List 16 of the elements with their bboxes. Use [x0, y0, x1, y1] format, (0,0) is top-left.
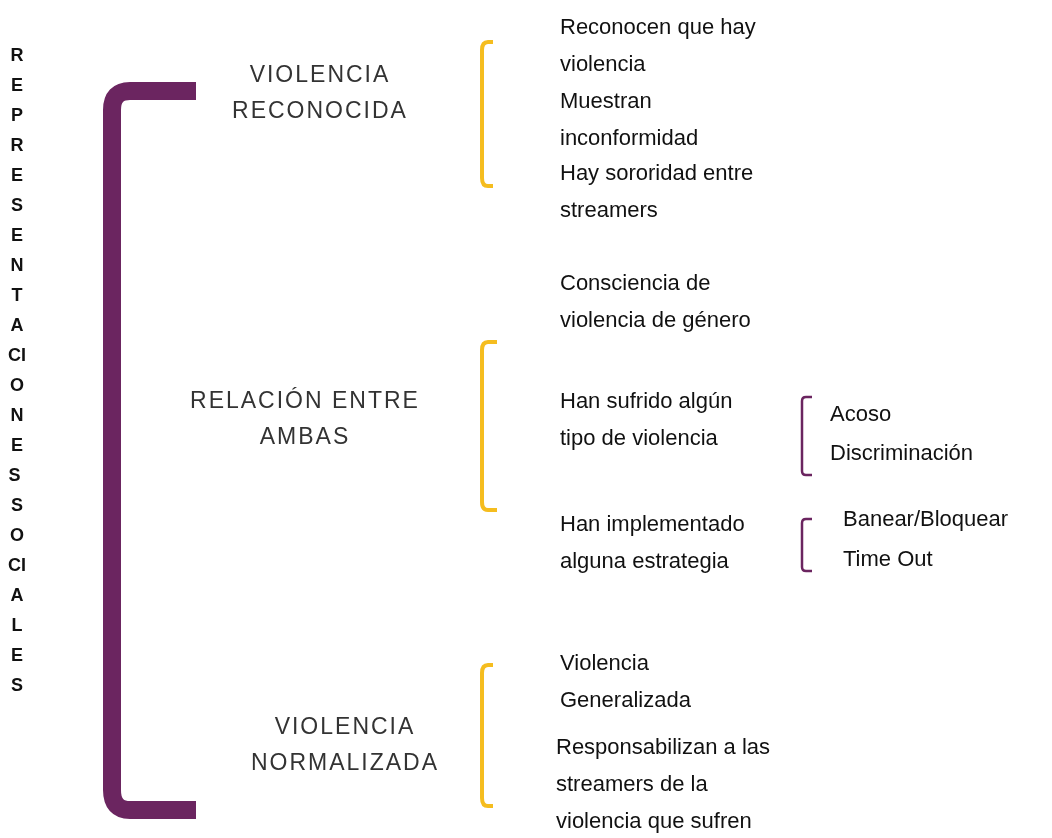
category-heading: RELACIÓN ENTRE AMBAS — [189, 386, 421, 451]
item-text: Muestran inconformidad — [560, 87, 700, 152]
vertical-title: REPRESENTACIONES SOCIALES — [7, 44, 27, 697]
item-text: Discriminación — [830, 439, 975, 467]
item-text: Time Out — [843, 545, 934, 573]
item-text: Hay sororidad entre streamers — [560, 159, 755, 224]
item-text: Responsabilizan a las streamers de la violencia que sufren — [556, 733, 772, 835]
item-text: Violencia Generalizada — [560, 649, 692, 714]
item-text: Consciencia de violencia de género — [560, 269, 752, 334]
item-text: Reconocen que hay violencia — [560, 13, 757, 78]
item-text: Han sufrido algún tipo de violencia — [560, 387, 734, 452]
category-heading: VIOLENCIA RECONOCIDA — [231, 60, 409, 125]
item-text: Han implementado alguna estrategia — [560, 510, 746, 575]
category-heading: VIOLENCIA NORMALIZADA — [249, 712, 441, 777]
item-text: Banear/Bloquear — [843, 505, 1010, 533]
item-text: Acoso — [830, 400, 893, 428]
